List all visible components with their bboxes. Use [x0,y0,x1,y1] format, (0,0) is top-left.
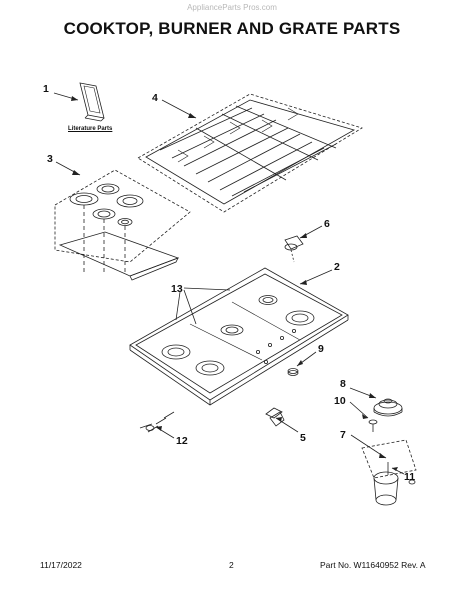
burner-caps-part[interactable] [54,169,191,281]
literature-booklet-part[interactable] [79,82,105,122]
watermark: ApplianceParts Pros.com [187,3,277,12]
grommet-part[interactable] [287,368,299,376]
callout-7[interactable]: 7 [340,429,346,441]
footer-page-number: 2 [229,560,234,570]
leader-line-13b [183,289,197,325]
leader-line-13c [175,291,181,321]
leader-line-13a [183,287,231,291]
grates-part[interactable] [137,93,363,213]
callout-1[interactable]: 1 [43,83,49,95]
bracket-part[interactable] [265,407,285,427]
leader-arrowheads [71,96,398,471]
literature-parts-label: Literature Parts [68,126,113,132]
callout-2[interactable]: 2 [334,261,340,273]
callout-11[interactable]: 11 [404,471,416,483]
knob-part[interactable] [284,235,304,263]
callout-6[interactable]: 6 [324,218,330,230]
leader-line-10 [349,401,369,419]
burner-base-part[interactable] [373,398,403,417]
callout-10[interactable]: 10 [334,395,346,407]
callout-8[interactable]: 8 [340,378,346,390]
page-title: COOKTOP, BURNER AND GRATE PARTS [63,19,401,38]
burner-assembly-part[interactable] [361,439,417,506]
callout-4[interactable]: 4 [152,92,158,104]
screw-part[interactable] [368,419,378,432]
callout-3[interactable]: 3 [47,153,53,165]
callout-5[interactable]: 5 [300,432,306,444]
igniter-wire-part[interactable] [139,411,175,433]
callout-12[interactable]: 12 [176,435,188,447]
footer-date: 11/17/2022 [40,560,82,570]
callout-9[interactable]: 9 [318,343,324,355]
callout-13[interactable]: 13 [171,283,183,295]
footer-part-number: Part No. W11640952 Rev. A [320,560,426,570]
cooktop-main-top-part[interactable] [129,267,349,406]
